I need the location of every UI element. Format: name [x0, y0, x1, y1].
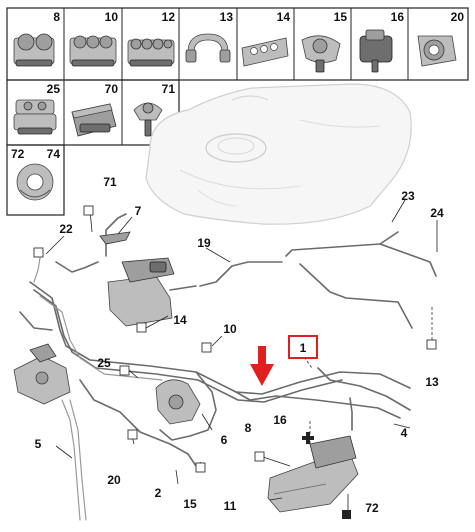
- pump-bracket-left: [13, 343, 71, 405]
- callout-5: 5: [35, 437, 42, 451]
- grid-label-15: 15: [334, 10, 348, 24]
- stacked-clip-icon: [13, 99, 57, 135]
- callout-71: 71: [103, 175, 117, 189]
- leader-lines: [45, 199, 438, 510]
- callout-1: 1: [300, 341, 307, 355]
- callout-25: 25: [97, 356, 111, 370]
- grid-label-10: 10: [105, 10, 119, 24]
- fuel-tank: [145, 83, 412, 225]
- valve-assembly: [155, 379, 201, 425]
- callout-4: 4: [401, 426, 408, 440]
- grid-label-25: 25: [47, 82, 61, 96]
- callout-13: 13: [425, 375, 439, 389]
- callout-10: 10: [223, 322, 237, 336]
- grid-label-16: 16: [391, 10, 405, 24]
- callout-72: 72: [365, 501, 379, 515]
- filled-square-icon: [342, 510, 351, 519]
- round-connector-clip-icon: [417, 35, 457, 67]
- callout-6: 6: [221, 433, 228, 447]
- block-clip-icon: [71, 103, 117, 137]
- carbon-canister: [267, 435, 359, 513]
- triple-pipe-clip-icon: [69, 35, 117, 67]
- push-pin-clip-icon: [133, 102, 163, 137]
- down-arrow-icon: [250, 346, 274, 386]
- parts-grid: 8 10 12 13 14 15 16 20 25 70 71 72 74: [6, 7, 469, 216]
- callout-20: 20: [107, 473, 121, 487]
- callout-22: 22: [59, 222, 73, 236]
- callout-19: 19: [197, 236, 211, 250]
- callout-numbers: 1 2 4 5 6 7 8 10 11 13 14 15 16 19 20 22…: [35, 175, 444, 515]
- plus-icon: [302, 432, 314, 444]
- callout-2: 2: [155, 486, 162, 500]
- callout-7: 7: [135, 204, 142, 218]
- flat-multi-clip-icon: [241, 37, 289, 67]
- grid-label-74: 74: [47, 147, 61, 161]
- callout-14: 14: [173, 313, 187, 327]
- callout-11: 11: [224, 499, 237, 513]
- callout-8: 8: [245, 421, 252, 435]
- fuel-lines: [19, 213, 437, 521]
- c-clamp-icon: [185, 33, 231, 63]
- double-pipe-clip-icon: [13, 33, 55, 67]
- canister-filter: [107, 257, 197, 327]
- callout-squares: [33, 205, 437, 473]
- nut-icon: [16, 163, 54, 201]
- grid-label-14: 14: [277, 10, 291, 24]
- pipe-clip-with-stud-icon: [301, 35, 341, 73]
- grid-label-70: 70: [105, 82, 119, 96]
- grid-label-72: 72: [11, 147, 25, 161]
- grid-label-12: 12: [162, 10, 176, 24]
- callout-23: 23: [401, 189, 415, 203]
- grommet-clip-icon: [359, 29, 393, 73]
- bracket-7: [99, 231, 131, 245]
- quad-pipe-clip-icon: [127, 38, 175, 67]
- grid-label-13: 13: [220, 10, 234, 24]
- highlight-box-1: [288, 335, 318, 359]
- grid-label-20: 20: [451, 10, 465, 24]
- callout-24: 24: [430, 206, 444, 220]
- grid-label-8: 8: [53, 10, 60, 24]
- grid-label-71: 71: [162, 82, 176, 96]
- callout-16: 16: [273, 413, 287, 427]
- callout-15: 15: [183, 497, 197, 511]
